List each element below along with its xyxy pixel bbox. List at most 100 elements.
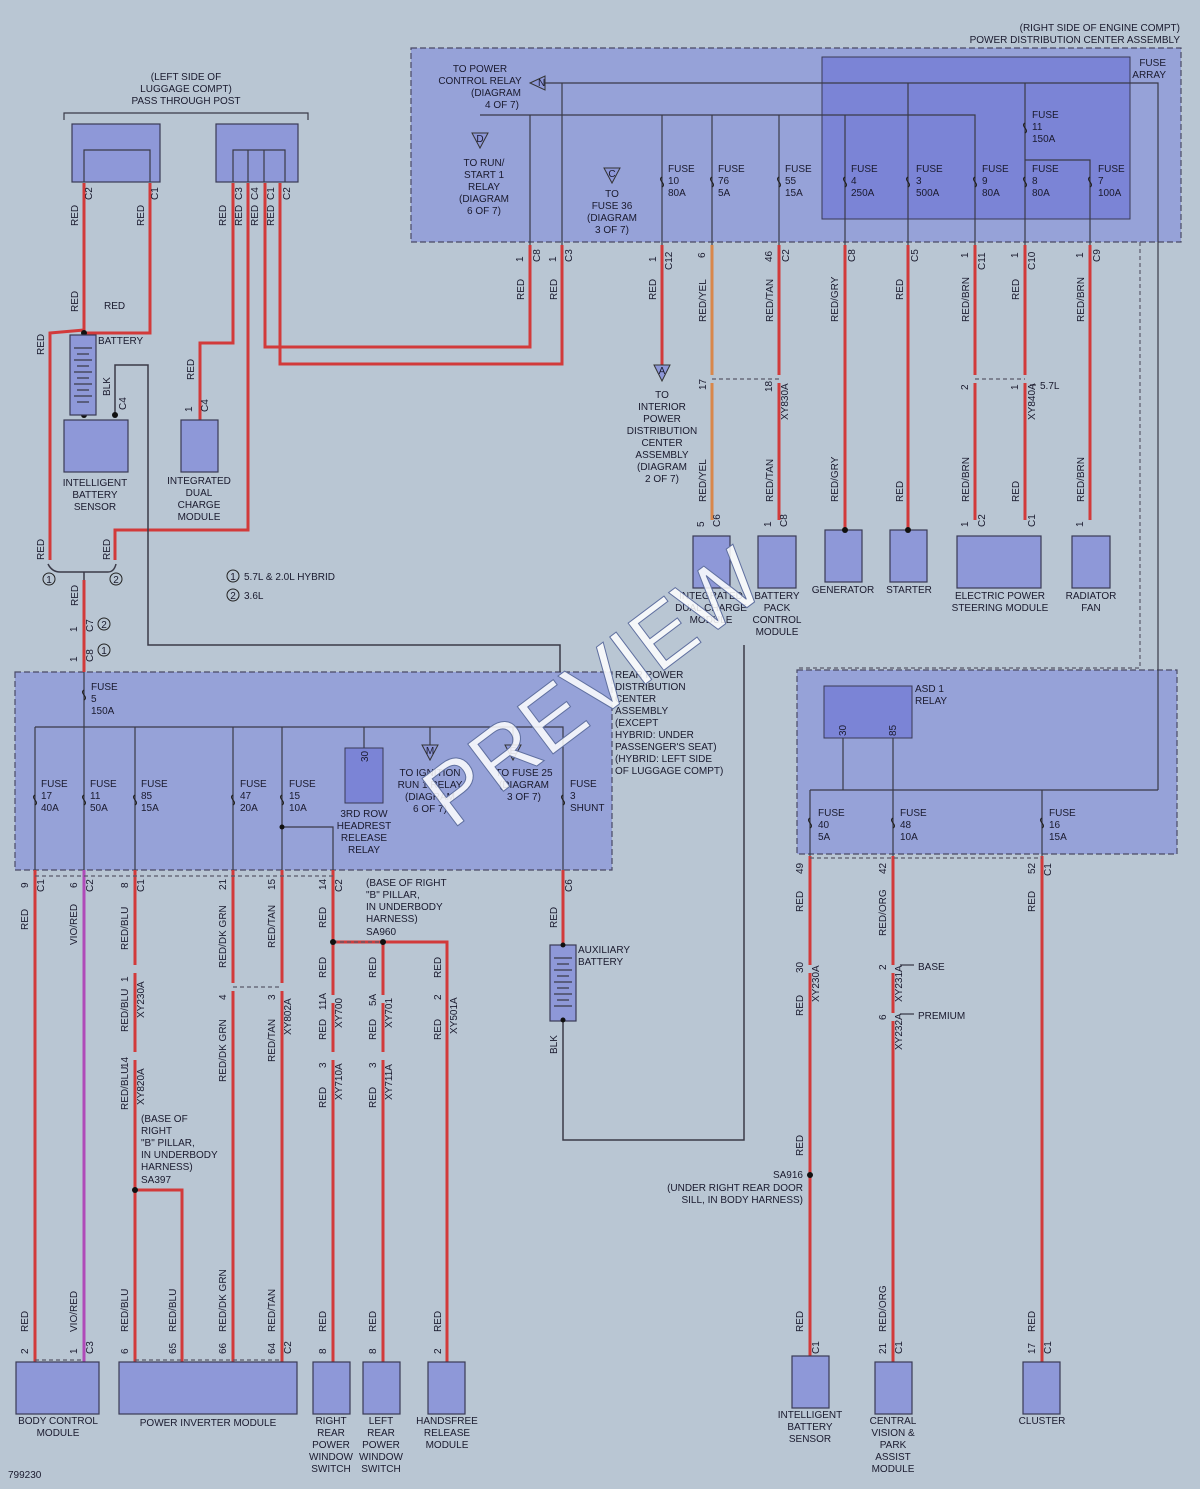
svg-text:VIO/RED: VIO/RED — [69, 1291, 80, 1332]
svg-text:RED/GRY: RED/GRY — [830, 456, 841, 502]
integrated-dual-charge-module-front: INTEGRATED DUAL CHARGE MODULE — [675, 535, 747, 626]
svg-text:1: 1 — [763, 521, 774, 527]
svg-text:17: 17 — [41, 791, 53, 802]
svg-text:RED: RED — [70, 585, 81, 606]
svg-text:C4: C4 — [250, 187, 261, 200]
svg-text:14: 14 — [318, 878, 329, 890]
svg-text:42: 42 — [878, 862, 889, 874]
svg-text:C2: C2 — [977, 514, 988, 527]
svg-text:RUN 1 RELAY: RUN 1 RELAY — [398, 780, 463, 791]
svg-text:2: 2 — [113, 575, 119, 586]
svg-text:1: 1 — [648, 256, 659, 262]
variant-base: BASE — [918, 962, 945, 973]
svg-text:C12: C12 — [664, 251, 675, 270]
svg-text:RED: RED — [318, 907, 329, 928]
svg-text:FUSE: FUSE — [916, 164, 943, 175]
svg-text:40: 40 — [818, 820, 830, 831]
svg-text:C8: C8 — [85, 649, 96, 662]
svg-text:5A: 5A — [368, 993, 379, 1006]
svg-text:1: 1 — [1010, 384, 1021, 390]
svg-text:15: 15 — [289, 791, 301, 802]
svg-text:MODULE: MODULE — [690, 615, 733, 626]
svg-text:N: N — [538, 78, 545, 89]
svg-text:1: 1 — [1075, 252, 1086, 258]
svg-text:RED: RED — [186, 359, 197, 380]
svg-text:RED/BRN: RED/BRN — [1076, 277, 1087, 322]
svg-text:RED: RED — [795, 995, 806, 1016]
svg-text:14: 14 — [120, 1056, 131, 1068]
svg-text:HARNESS): HARNESS) — [366, 914, 418, 925]
svg-text:RED: RED — [549, 279, 560, 300]
svg-text:50A: 50A — [90, 803, 108, 814]
svg-text:4 OF 7): 4 OF 7) — [485, 100, 519, 111]
svg-text:C1: C1 — [136, 879, 147, 892]
svg-text:POWER: POWER — [643, 414, 681, 425]
svg-text:FUSE: FUSE — [982, 164, 1009, 175]
svg-text:DISTRIBUTION: DISTRIBUTION — [615, 682, 686, 693]
svg-text:C2: C2 — [84, 187, 95, 200]
svg-text:XY501A: XY501A — [449, 997, 460, 1034]
svg-text:RED: RED — [70, 205, 81, 226]
svg-text:1: 1 — [46, 575, 52, 586]
svg-text:RED: RED — [433, 957, 444, 978]
svg-text:1: 1 — [69, 656, 80, 662]
svg-text:150A: 150A — [91, 706, 115, 717]
svg-text:C4: C4 — [118, 397, 129, 410]
svg-text:FUSE: FUSE — [41, 779, 68, 790]
svg-text:ASD 1: ASD 1 — [915, 684, 944, 695]
sa397-splice-label: (BASE OF RIGHT "B" PILLAR, IN UNDERBODY … — [141, 1114, 218, 1186]
right-rear-power-window-switch: RIGHT REAR POWER WINDOW SWITCH — [309, 1361, 353, 1475]
svg-text:RED: RED — [1027, 1311, 1038, 1332]
svg-text:1: 1 — [120, 976, 131, 982]
svg-text:OF LUGGAGE COMPT): OF LUGGAGE COMPT) — [615, 766, 723, 777]
svg-text:MODULE: MODULE — [756, 627, 799, 638]
svg-text:RED: RED — [234, 205, 245, 226]
svg-text:15: 15 — [267, 878, 278, 890]
svg-text:FUSE: FUSE — [900, 808, 927, 819]
svg-text:1: 1 — [960, 521, 971, 527]
svg-text:66: 66 — [218, 1342, 229, 1354]
svg-text:C9: C9 — [1092, 249, 1103, 262]
variant-premium: PREMIUM — [918, 1011, 965, 1022]
svg-text:RED/ORG: RED/ORG — [878, 1285, 889, 1332]
engine-connector-labels: 1 C8 1 C3 1 C12 6 46 C2 C8 C5 1 C11 1 C1… — [515, 249, 1103, 270]
svg-text:3: 3 — [368, 1062, 379, 1068]
svg-text:RED/YEL: RED/YEL — [698, 459, 709, 502]
svg-text:C2: C2 — [85, 879, 96, 892]
svg-text:RED/TAN: RED/TAN — [765, 459, 776, 502]
svg-text:INTELLIGENT: INTELLIGENT — [63, 478, 127, 489]
svg-text:RED: RED — [20, 1311, 31, 1332]
generator: GENERATOR — [812, 527, 874, 596]
svg-text:LEFT: LEFT — [369, 1416, 393, 1427]
svg-text:RED/DK GRN: RED/DK GRN — [218, 905, 229, 968]
svg-text:RED: RED — [1027, 891, 1038, 912]
svg-text:RED: RED — [368, 1311, 379, 1332]
svg-text:POWER: POWER — [312, 1440, 350, 1451]
svg-text:TO: TO — [605, 189, 619, 200]
svg-text:RED: RED — [368, 957, 379, 978]
svg-text:STARTER: STARTER — [886, 585, 932, 596]
svg-text:1: 1 — [548, 256, 559, 262]
svg-text:XY711A: XY711A — [384, 1064, 395, 1100]
svg-text:STEERING MODULE: STEERING MODULE — [952, 603, 1049, 614]
svg-text:REAR: REAR — [317, 1428, 345, 1439]
svg-text:TO RUN/: TO RUN/ — [464, 158, 505, 169]
svg-text:RED/TAN: RED/TAN — [267, 1289, 278, 1332]
svg-text:XY820A: XY820A — [136, 1068, 147, 1105]
svg-text:RED/GRY: RED/GRY — [830, 276, 841, 322]
svg-text:ASSEMBLY: ASSEMBLY — [615, 706, 668, 717]
svg-text:RED: RED — [70, 291, 81, 312]
svg-text:FUSE: FUSE — [818, 808, 845, 819]
svg-text:ASSEMBLY: ASSEMBLY — [635, 450, 688, 461]
svg-text:HYBRID: UNDER: HYBRID: UNDER — [615, 730, 694, 741]
svg-text:(BASE OF RIGHT: (BASE OF RIGHT — [366, 878, 447, 889]
diagram-id: 799230 — [8, 1470, 42, 1481]
svg-text:RED/DK GRN: RED/DK GRN — [218, 1019, 229, 1082]
svg-text:8: 8 — [318, 1348, 329, 1354]
